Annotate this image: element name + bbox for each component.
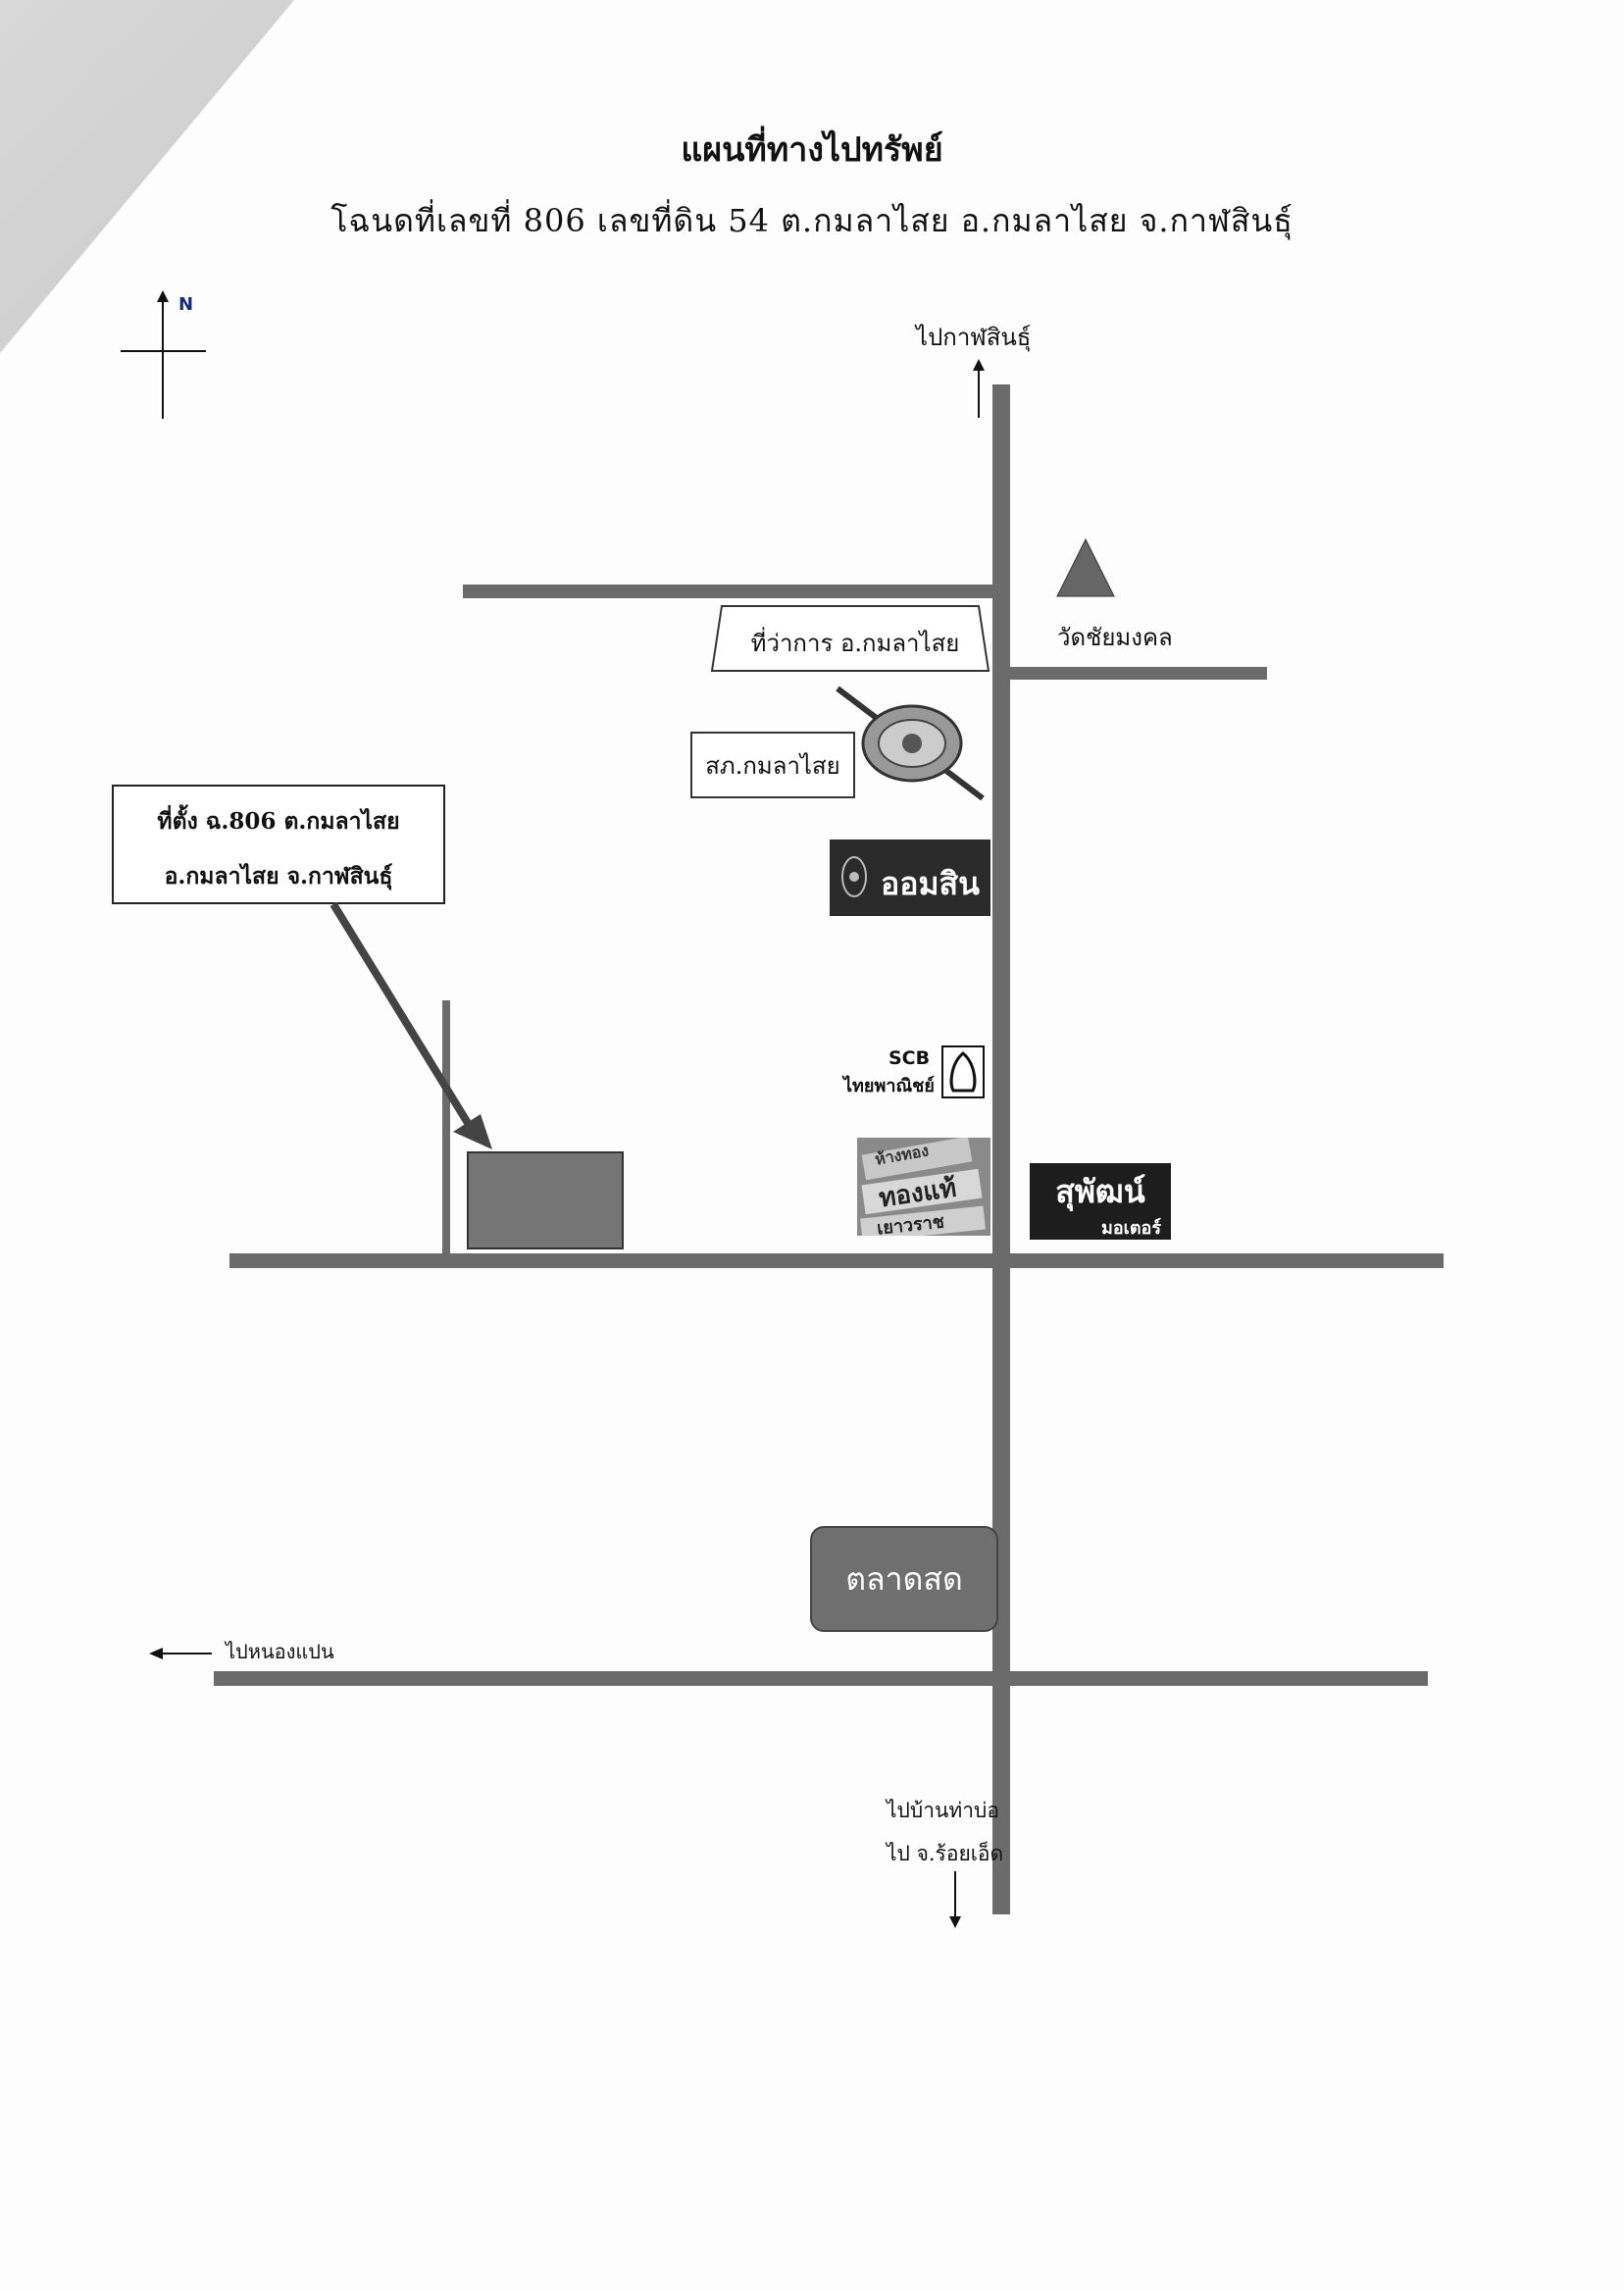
scb-thai-label: ไทยพาณิชย์ bbox=[843, 1076, 935, 1096]
gold-shop-sign: ห้างทอง ทองแท้ เยาวราช bbox=[857, 1138, 990, 1236]
direction-west-label: ไปหนองแปน bbox=[226, 1640, 334, 1663]
property-site-box bbox=[467, 1151, 624, 1249]
direction-south-label-1: ไปบ้านท่าบ่อ bbox=[887, 1799, 999, 1822]
scb-logo-icon bbox=[941, 1045, 985, 1098]
road-north-west bbox=[463, 585, 1010, 598]
direction-south-label-2: ไป จ.ร้อยเอ็ด bbox=[887, 1842, 1004, 1865]
direction-north-label: ไปกาฬสินธุ์ bbox=[916, 324, 1032, 351]
temple-label: วัดชัยมงคล bbox=[1057, 624, 1173, 651]
market-box: ตลาดสด bbox=[810, 1526, 998, 1632]
site-label-line2: อ.กมลาไสย จ.กาฬสินธุ์ bbox=[164, 863, 393, 890]
site-label-line1: ที่ตั้ง ฉ.806 ต.กมลาไสย bbox=[157, 808, 400, 835]
district-office-shape bbox=[710, 605, 990, 672]
site-callout-box: ที่ตั้ง ฉ.806 ต.กมลาไสย อ.กมลาไสย จ.กาฬส… bbox=[112, 785, 445, 904]
road-temple-east bbox=[1010, 667, 1267, 680]
site-pointer-arrow-icon bbox=[330, 901, 492, 1149]
scb-bank-logo: SCB ไทยพาณิชย์ bbox=[839, 1044, 987, 1100]
suphat-label: สุพัฒน์ bbox=[1055, 1173, 1145, 1210]
map-subtitle: โฉนดที่เลขที่ 806 เลขที่ดิน 54 ต.กมลาไสย… bbox=[330, 202, 1294, 239]
gsb-bank-logo: ออมสิน bbox=[830, 840, 990, 916]
road-site-lane bbox=[442, 1000, 450, 1253]
road-central-east-west bbox=[229, 1253, 1444, 1268]
market-label: ตลาดสด bbox=[845, 1559, 963, 1598]
police-emblem-icon bbox=[836, 686, 985, 801]
north-label: N bbox=[178, 294, 194, 315]
police-station-box: สภ.กมลาไสย bbox=[690, 732, 855, 798]
main-road-north-south bbox=[992, 384, 1010, 1914]
compass-icon bbox=[121, 290, 206, 419]
scb-label: SCB bbox=[888, 1047, 931, 1069]
suphat-motor-logo: สุพัฒน์ มอเตอร์ bbox=[1030, 1163, 1171, 1240]
arrow-up-icon bbox=[973, 359, 985, 418]
gsb-emblem-icon bbox=[841, 856, 867, 897]
temple-triangle-icon bbox=[1056, 537, 1115, 597]
suphat-motor-label: มอเตอร์ bbox=[1101, 1218, 1161, 1239]
road-south-east-west bbox=[214, 1671, 1428, 1686]
arrow-down-icon bbox=[949, 1871, 961, 1928]
district-office-label: ที่ว่าการ อ.กมลาไสย bbox=[750, 630, 960, 657]
police-station-label: สภ.กมลาไสย bbox=[705, 751, 840, 780]
map-title: แผนที่ทางไปทรัพย์ bbox=[681, 130, 943, 170]
gsb-label: ออมสิน bbox=[881, 865, 980, 902]
arrow-left-icon bbox=[149, 1648, 212, 1659]
